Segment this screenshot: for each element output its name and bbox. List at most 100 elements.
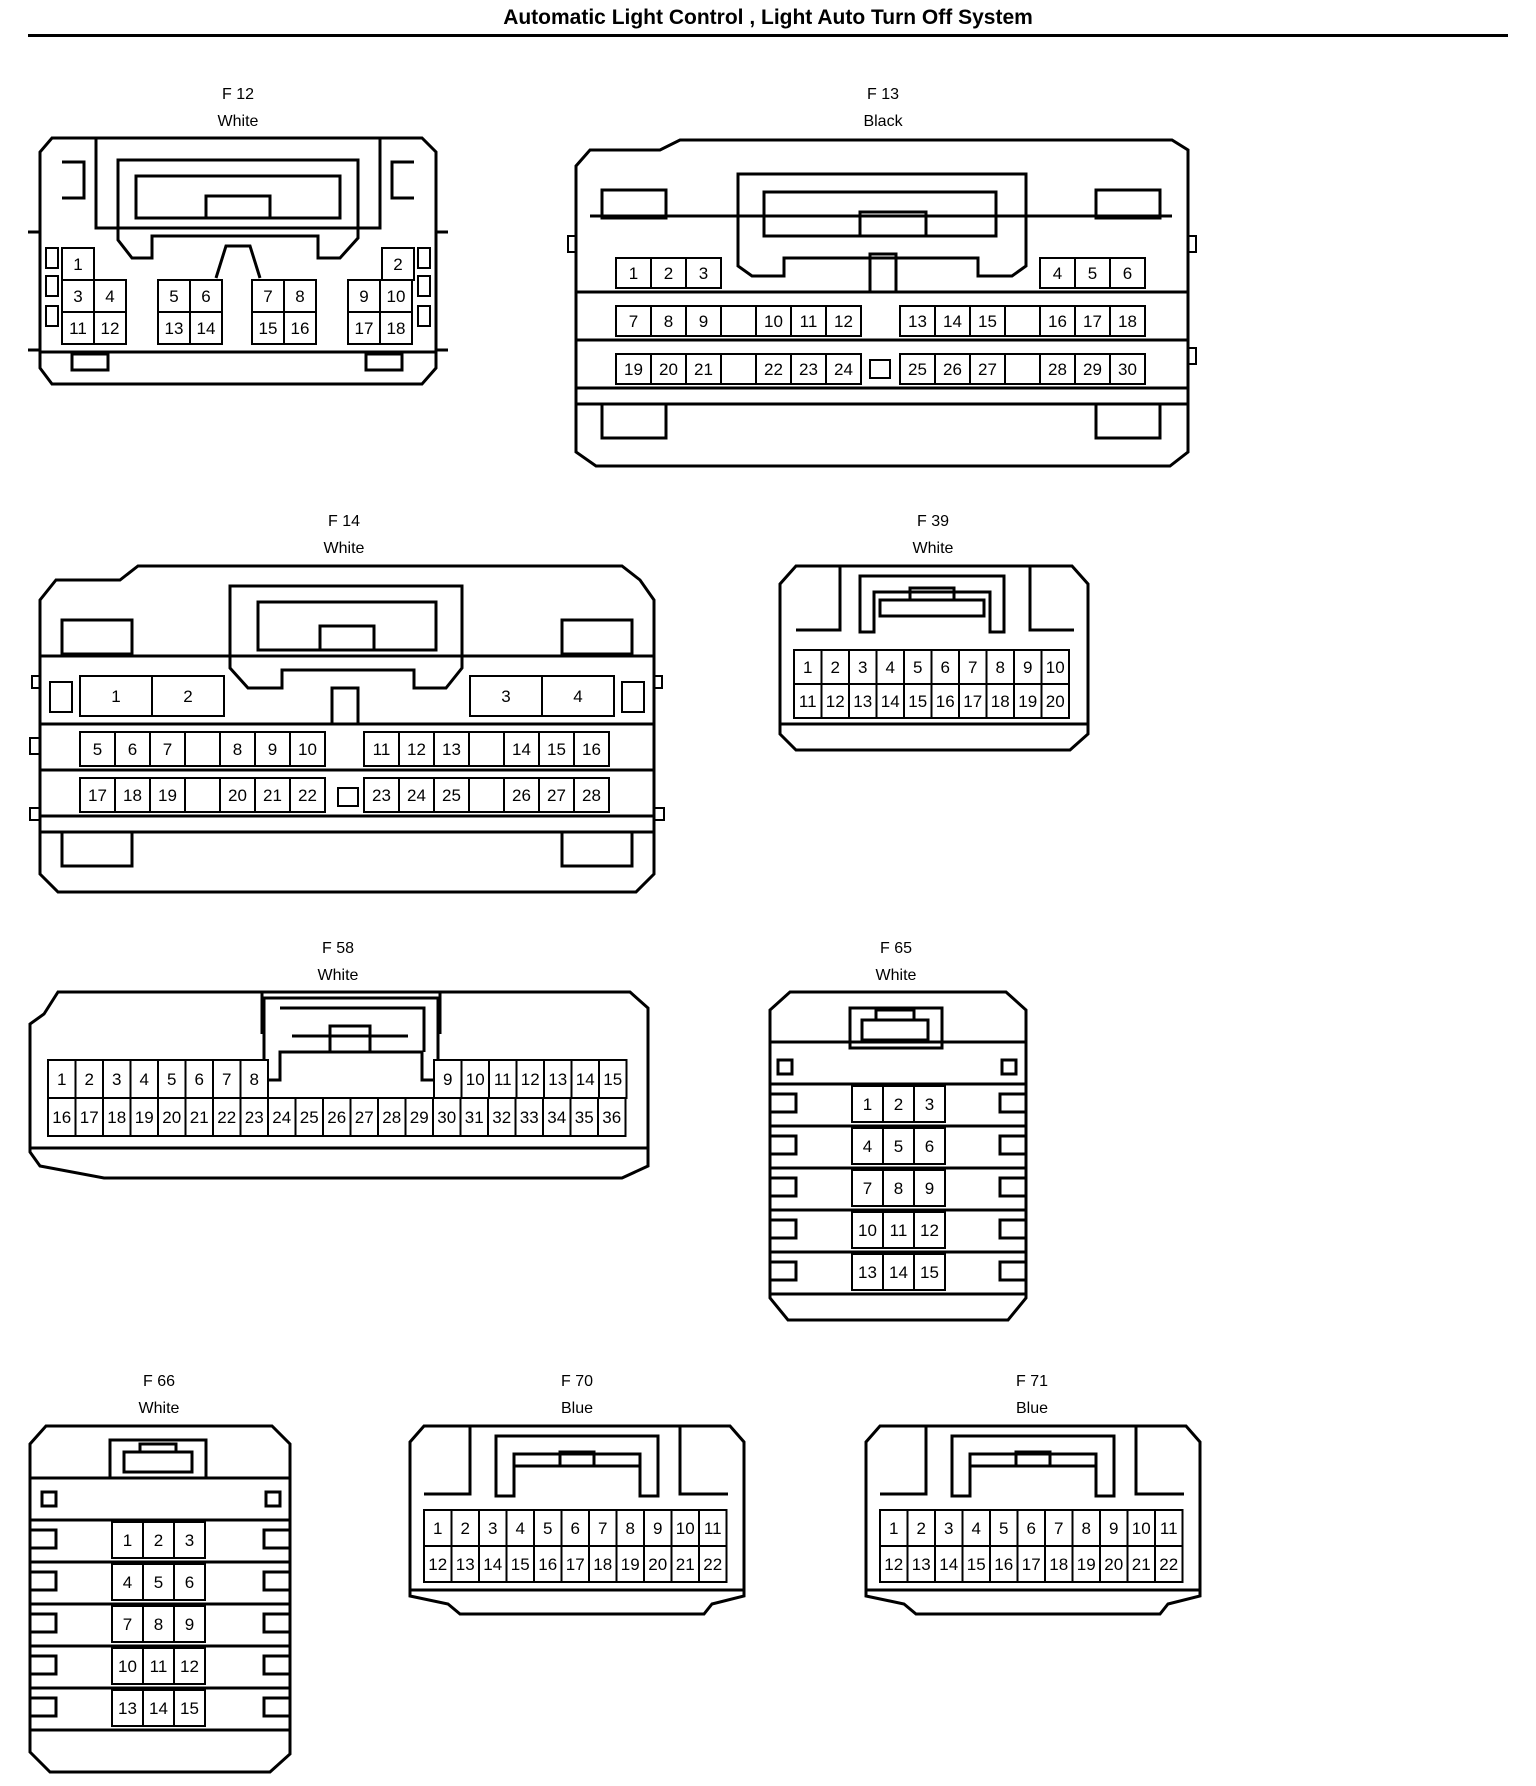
pin-number: 7 <box>123 1615 132 1634</box>
pin-cavity <box>111 1605 144 1643</box>
pin-number: 5 <box>999 1519 1008 1538</box>
pin-number: 16 <box>582 740 601 759</box>
pin-number: 3 <box>925 1095 934 1114</box>
pin-cavity <box>1016 1545 1046 1583</box>
pin-number: 10 <box>387 287 406 306</box>
pin-cavity <box>1016 1509 1046 1547</box>
pin-number: 2 <box>154 1531 163 1550</box>
pin-number: 24 <box>834 360 853 379</box>
pin-number: 1 <box>123 1531 132 1550</box>
pin-number: 18 <box>107 1108 126 1127</box>
connector-body-f66 <box>28 1424 292 1774</box>
pin-number: 34 <box>547 1108 566 1127</box>
pin-number: 18 <box>123 786 142 805</box>
pin-cavity <box>432 1097 462 1137</box>
pin-number: 1 <box>863 1095 872 1114</box>
pin-cavity <box>899 353 936 385</box>
pin-number: 1 <box>803 658 812 677</box>
pin-number: 3 <box>73 287 82 306</box>
pin-number: 11 <box>890 1221 908 1240</box>
pin-number: 15 <box>908 692 927 711</box>
pin-cavity <box>875 649 905 685</box>
connector-color: White <box>912 540 954 557</box>
pin-number: 19 <box>158 786 177 805</box>
pin-number: 11 <box>799 692 817 711</box>
pin-number: 1 <box>111 687 120 706</box>
pin-cavity <box>570 1059 600 1099</box>
pin-cavity <box>111 1647 144 1685</box>
pin-cavity <box>875 683 905 719</box>
pin-number: 6 <box>925 1137 934 1156</box>
pin-number: 4 <box>886 658 895 677</box>
pin-number: 22 <box>298 786 317 805</box>
title-rule <box>28 34 1508 37</box>
pin-number: 30 <box>437 1108 456 1127</box>
pin-number: 23 <box>799 360 818 379</box>
pin-cavity <box>820 649 850 685</box>
pin-number: 7 <box>1054 1519 1063 1538</box>
pin-cavity <box>913 1253 946 1291</box>
pin-number: 11 <box>69 319 87 338</box>
pin-cavity <box>1074 305 1111 337</box>
pin-number: 1 <box>73 255 82 274</box>
pin-cavity <box>913 1169 946 1207</box>
pin-cavity <box>598 1059 628 1099</box>
pin-cavity <box>573 777 610 813</box>
pin-number: 26 <box>943 360 962 379</box>
pin-number: 7 <box>629 312 638 331</box>
connector-body-f70 <box>408 1424 746 1616</box>
pin-cavity <box>184 1097 214 1137</box>
pin-number: 36 <box>602 1108 621 1127</box>
pin-number: 6 <box>571 1519 580 1538</box>
connector-name: F 66 <box>142 1373 175 1390</box>
pin-number: 26 <box>327 1108 346 1127</box>
pin-cavity <box>542 1097 572 1137</box>
pin-number: 12 <box>826 692 845 711</box>
blank-cavity <box>1004 305 1041 337</box>
pin-number: 12 <box>521 1070 540 1089</box>
pin-cavity <box>538 777 575 813</box>
pin-number: 9 <box>1109 1519 1118 1538</box>
pin-cavity <box>129 1097 159 1137</box>
pin-number: 11 <box>494 1070 512 1089</box>
pin-cavity <box>347 311 381 345</box>
pin-number: 5 <box>1088 264 1097 283</box>
pin-number: 7 <box>598 1519 607 1538</box>
pin-cavity <box>111 1563 144 1601</box>
pin-number: 4 <box>972 1519 981 1538</box>
pin-cavity <box>251 279 285 313</box>
pin-number: 14 <box>939 1555 958 1574</box>
connector-bodies <box>28 136 1202 1774</box>
connector-name: F 58 <box>321 940 354 957</box>
pin-number: 22 <box>1159 1555 1178 1574</box>
pin-number: 20 <box>659 360 678 379</box>
pin-number: 12 <box>428 1555 447 1574</box>
pin-number: 3 <box>488 1519 497 1538</box>
pin-cavity <box>289 731 326 767</box>
pin-number: 5 <box>894 1137 903 1156</box>
pin-cavity <box>1040 683 1070 719</box>
pin-number: 19 <box>1077 1555 1096 1574</box>
blank-cavity <box>184 731 221 767</box>
pin-cavity <box>961 1509 991 1547</box>
pin-number: 16 <box>291 319 310 338</box>
connector-label-f12: F 12 White <box>198 81 278 135</box>
pin-number: 8 <box>154 1615 163 1634</box>
pin-number: 3 <box>944 1519 953 1538</box>
connector-name: F 71 <box>1015 1373 1048 1390</box>
pin-number: 18 <box>387 319 406 338</box>
pin-number: 9 <box>925 1179 934 1198</box>
pin-cavity <box>289 777 326 813</box>
pin-cavity <box>79 675 153 717</box>
pin-cavity <box>969 305 1006 337</box>
connector-name: F 12 <box>221 86 254 103</box>
pin-cavity <box>851 1127 884 1165</box>
pin-number: 24 <box>407 786 426 805</box>
pin-cavity <box>1154 1509 1184 1547</box>
pin-number: 25 <box>300 1108 319 1127</box>
pin-number: 21 <box>676 1555 695 1574</box>
pin-number: 8 <box>996 658 1005 677</box>
connector-label-f66: F 66 White <box>119 1368 199 1422</box>
